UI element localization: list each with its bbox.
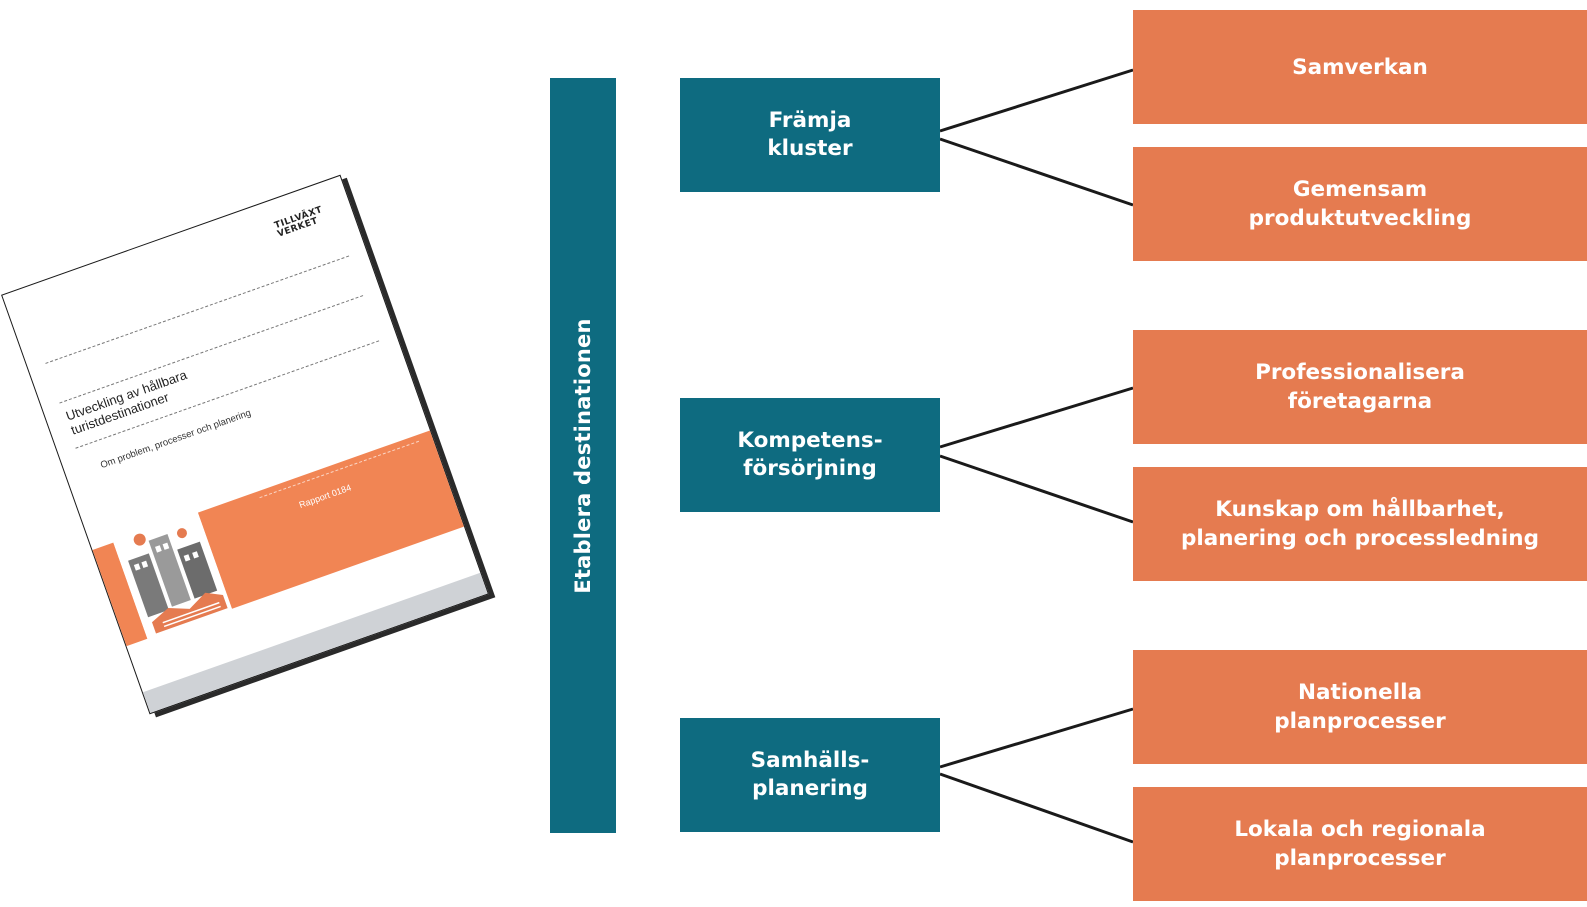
leaf-node-kunskap-om-hallbarhet: Kunskap om hållbarhet, planering och pro… — [1133, 467, 1587, 581]
leaf-label: Samverkan — [1292, 54, 1428, 80]
branch-label: Främja kluster — [767, 108, 853, 161]
branch-node-kompetensforsorjning: Kompetens- försörjning — [680, 398, 940, 512]
branch-label: Kompetens- försörjning — [737, 428, 883, 481]
branch-node-framja-kluster: Främja kluster — [680, 78, 940, 192]
connector-line — [939, 707, 1134, 769]
leaf-node-gemensam-produktutveckling: Gemensam produktutveckling — [1133, 147, 1587, 261]
leaf-label: Kunskap om hållbarhet, planering och pro… — [1180, 497, 1539, 551]
cover-illustration-icon — [110, 505, 233, 641]
leaf-node-lokala-och-regionala-planprocesser: Lokala och regionala planprocesser — [1133, 787, 1587, 901]
report-cover: TILLVÄXT VERKET Utveckling av hållbara t… — [1, 174, 489, 715]
connector-line — [939, 137, 1134, 207]
connector-line — [939, 454, 1134, 524]
leaf-label: Professionalisera företagarna — [1255, 360, 1465, 414]
leaf-node-samverkan: Samverkan — [1133, 10, 1587, 124]
report-cover-page: TILLVÄXT VERKET Utveckling av hållbara t… — [1, 174, 489, 715]
leaf-node-professionalisera-foretagarna: Professionalisera företagarna — [1133, 330, 1587, 444]
branch-node-samhallsplanering: Samhälls- planering — [680, 718, 940, 832]
leaf-label: Gemensam produktutveckling — [1248, 177, 1472, 231]
root-bar: Etablera destinationen — [550, 78, 616, 833]
branch-label: Samhälls- planering — [750, 748, 870, 801]
connector-line — [939, 772, 1134, 844]
leaf-node-nationella-planprocesser: Nationella planprocesser — [1133, 650, 1587, 764]
connector-line — [939, 68, 1134, 133]
leaf-label: Lokala och regionala planprocesser — [1234, 817, 1486, 871]
leaf-label: Nationella planprocesser — [1274, 680, 1446, 734]
connector-line — [939, 386, 1134, 449]
